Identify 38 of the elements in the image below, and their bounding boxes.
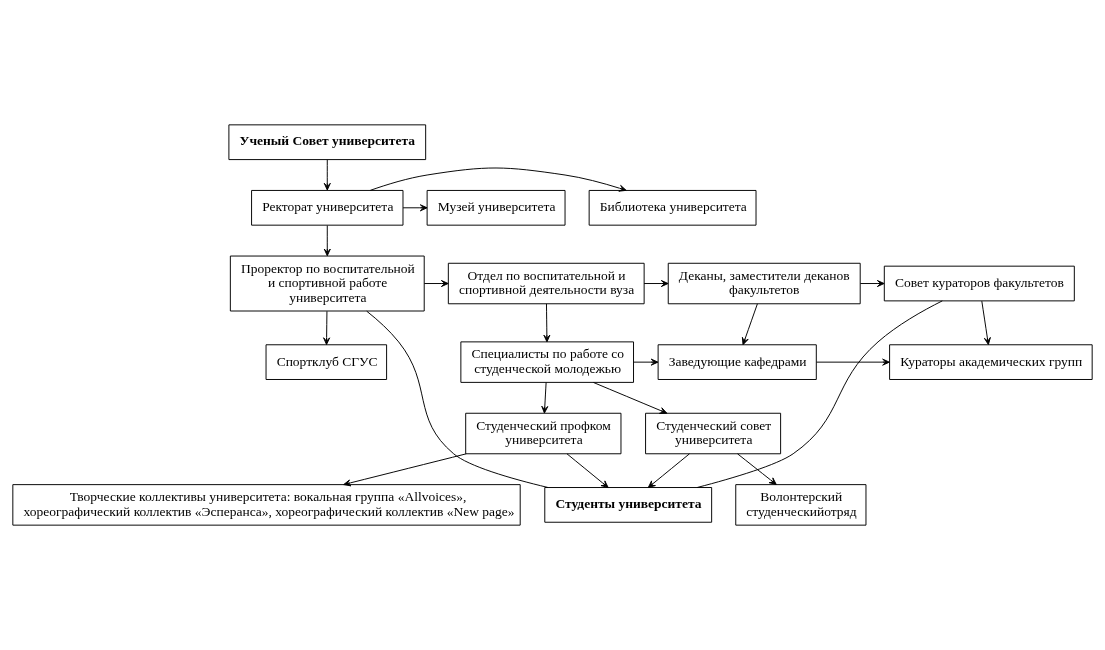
node-box: Проректор по воспитательной и спортивной работе университета <box>229 255 425 312</box>
node-box: Кураторы академических групп <box>889 344 1093 380</box>
arrow <box>323 159 331 191</box>
arrow <box>323 310 331 345</box>
node-box: Отдел по воспитательной и спортивной деятельности вуза <box>447 262 645 305</box>
node-box: Студенты университета <box>544 487 713 523</box>
arrow <box>323 225 331 257</box>
arrow <box>981 300 991 346</box>
arrow <box>859 280 885 288</box>
node-box: Специалисты по работе со студенческой молодежью <box>460 341 634 383</box>
node-box: Студенческий профком университета <box>465 412 622 455</box>
node-box: Спортклуб СГУС <box>265 344 388 380</box>
arrow <box>566 453 609 488</box>
node-box: Творческие коллективы университета: вокальная группа «Allvoices», хореографический коллектив «Эсперанса», хореографический коллектив «New page» <box>12 484 521 526</box>
node-box: Ученый Совет университета <box>228 124 427 161</box>
arrow <box>423 280 449 288</box>
node-box: Волонтерский студенческийотряд <box>735 484 867 526</box>
connector <box>696 300 943 488</box>
arrow <box>541 381 549 414</box>
arrow <box>543 303 551 343</box>
arrow <box>647 453 690 488</box>
node-box: Деканы, заместители деканов факультетов <box>667 262 861 305</box>
arrow <box>816 358 890 366</box>
node-box: Музей университета <box>426 189 566 226</box>
arrow <box>343 453 467 487</box>
node-box: Ректорат университета <box>251 189 404 226</box>
arrow <box>402 204 428 212</box>
arrow <box>737 453 777 485</box>
node-box: Совет кураторов факультетов <box>883 265 1075 302</box>
connector <box>366 310 549 488</box>
arrow <box>633 358 659 366</box>
node-box: Заведующие кафедрами <box>657 344 817 380</box>
node-box: Студенческий совет университета <box>645 412 782 455</box>
arrow <box>741 303 758 346</box>
arrow <box>643 280 669 288</box>
arrow <box>592 381 668 414</box>
node-box: Библиотека университета <box>588 189 757 226</box>
arrow <box>369 167 627 192</box>
